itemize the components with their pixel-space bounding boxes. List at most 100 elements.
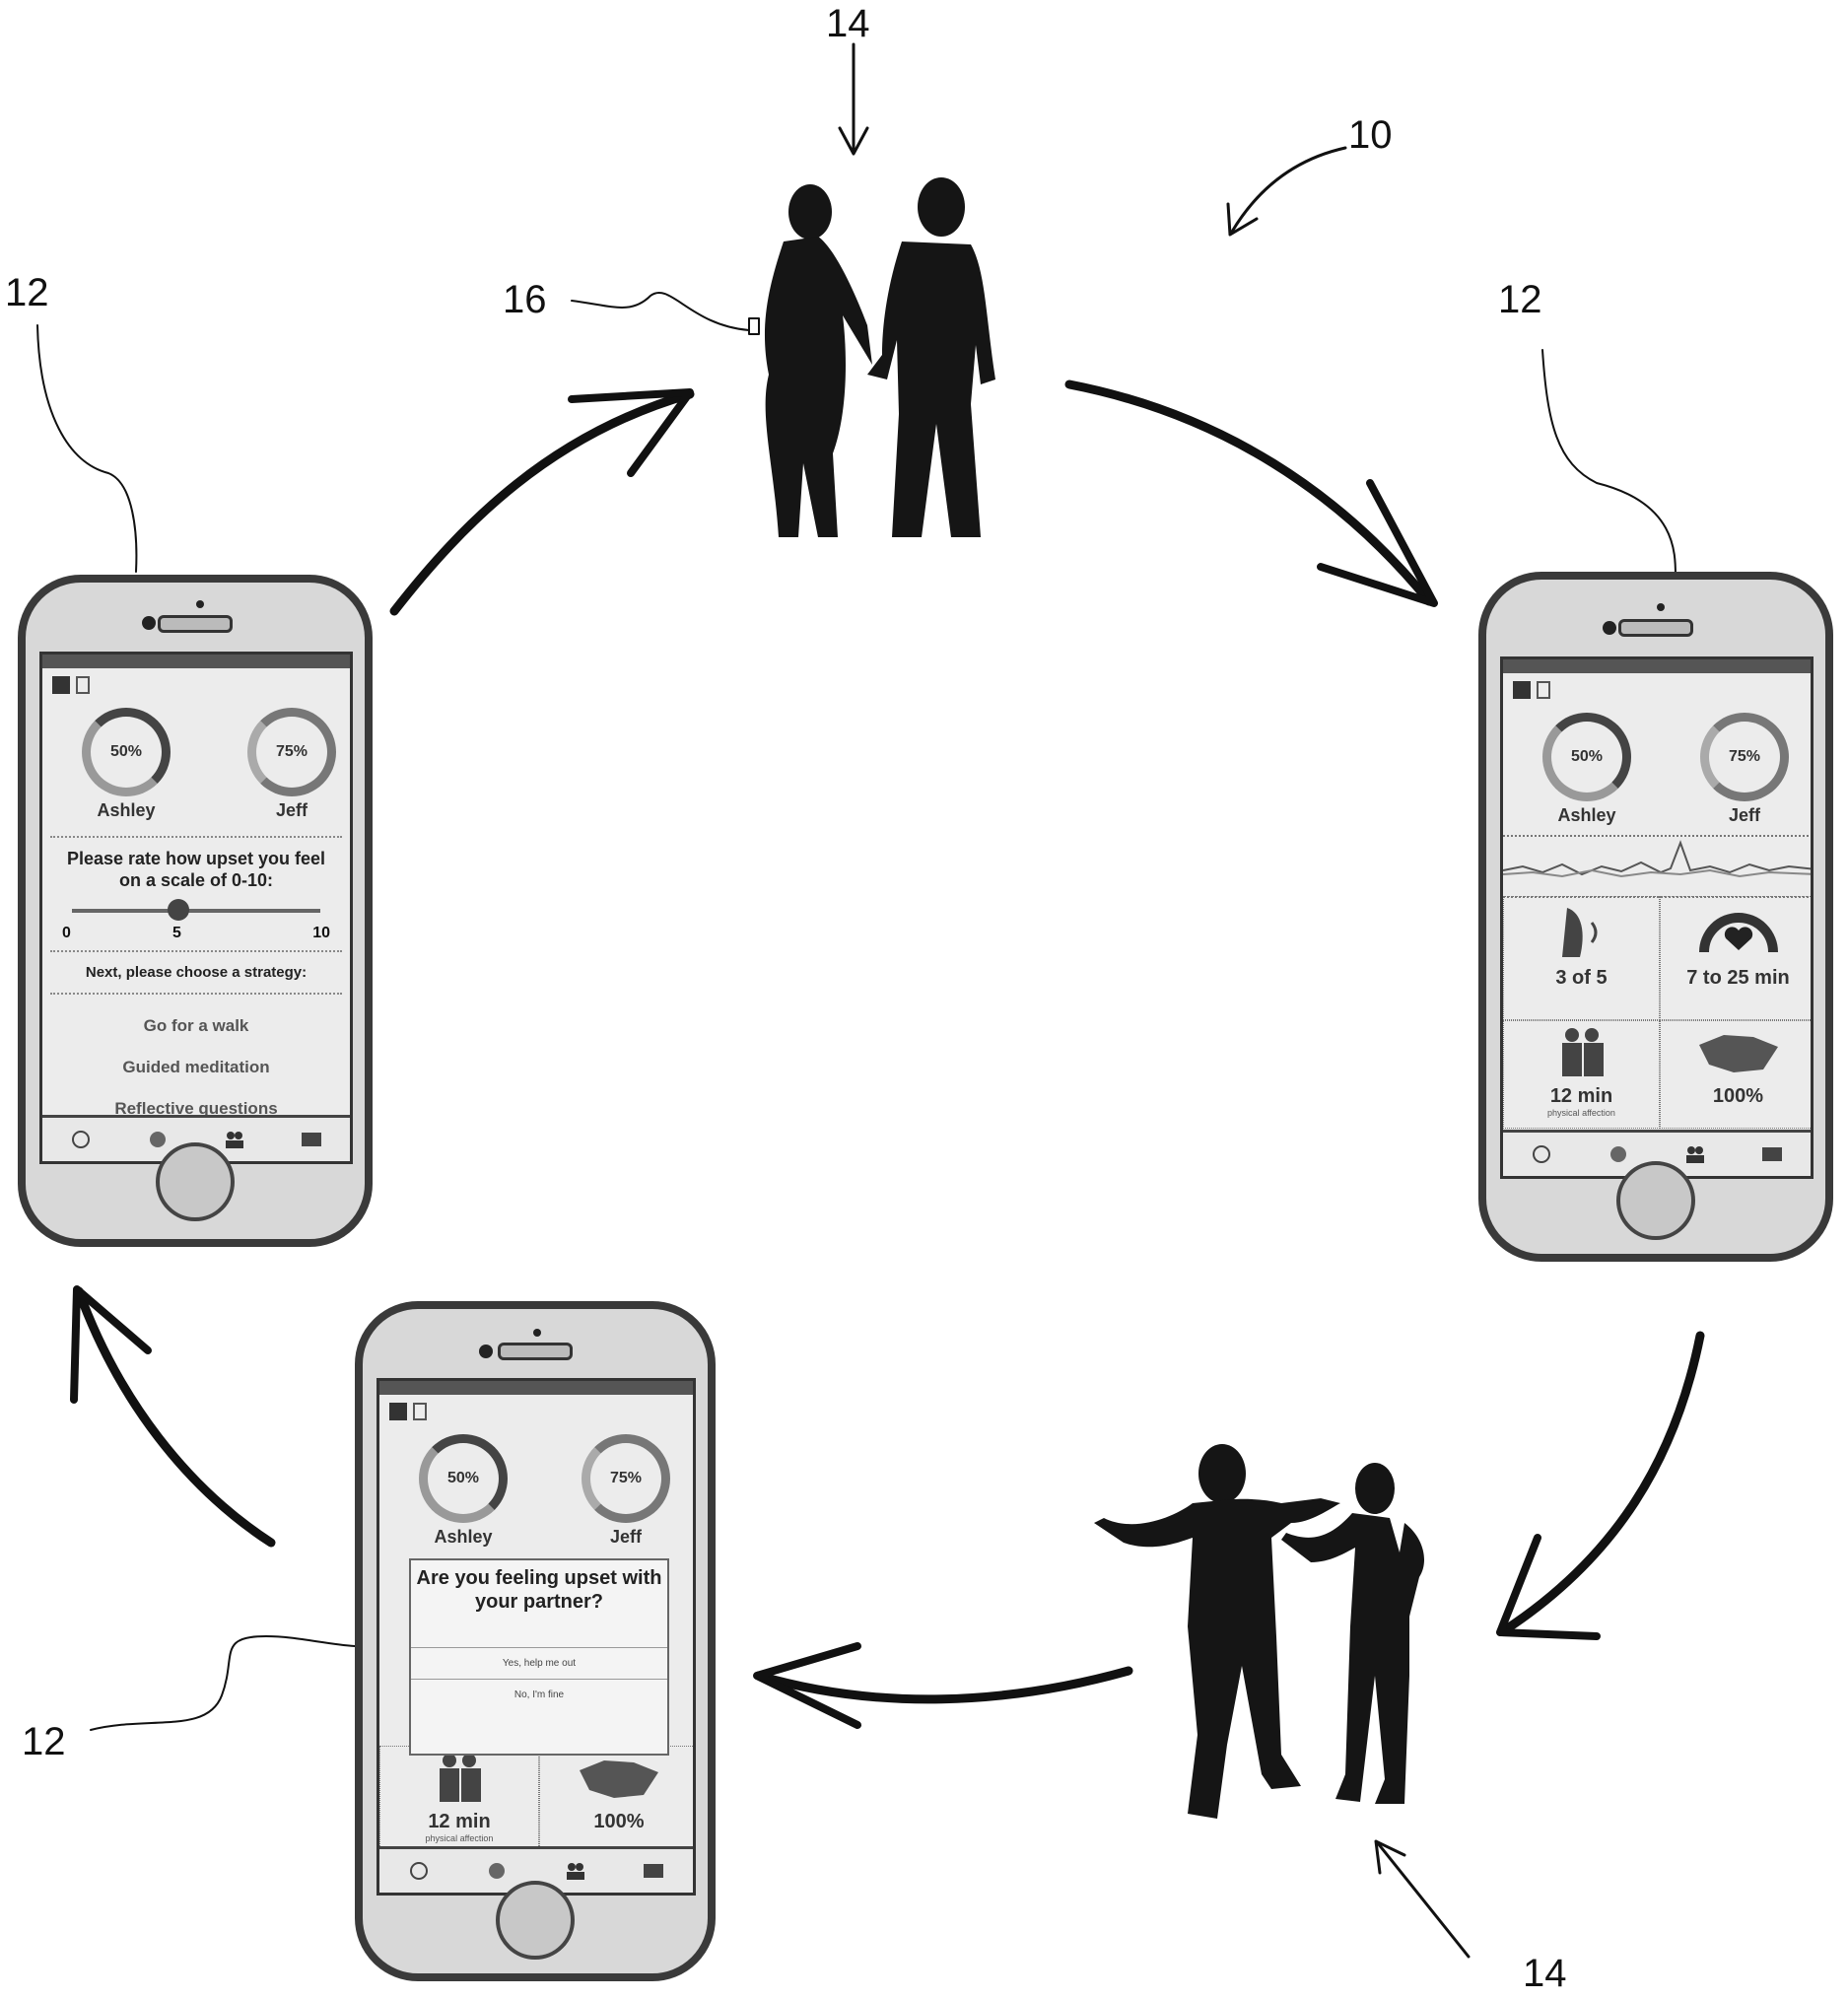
flow-arrow-top-to-right: [1064, 379, 1434, 606]
leader-12-left: [36, 324, 138, 573]
upset-slider[interactable]: 0 5 10: [62, 895, 330, 944]
tab-1[interactable]: [69, 1130, 93, 1149]
top-bar: [1503, 673, 1811, 707]
home-button[interactable]: [156, 1142, 235, 1221]
face-icon: [150, 1132, 166, 1147]
partner-b-name: Jeff: [1728, 805, 1760, 825]
couple-icon: [1561, 1028, 1604, 1076]
menu-icon[interactable]: [1513, 681, 1531, 699]
heart-gauge-icon: [1698, 913, 1778, 953]
tab-3[interactable]: [1683, 1144, 1707, 1164]
leader-16: [571, 292, 750, 331]
metric4-value: 100%: [593, 1811, 645, 1832]
partner-rings: 50% Ashley 75% Jeff: [42, 702, 350, 830]
home-button[interactable]: [1616, 1161, 1695, 1240]
ref-14-top: 14: [826, 2, 870, 45]
tab-4[interactable]: [642, 1861, 665, 1881]
people-icon: [226, 1132, 243, 1148]
screen-right: 50% Ashley 75% Jeff 3 of 5 7 to 25 min: [1500, 656, 1814, 1179]
clock-icon: [409, 1862, 428, 1880]
partner-a-pct: 50%: [109, 743, 143, 760]
tab-4[interactable]: [300, 1130, 323, 1149]
card-icon: [302, 1133, 321, 1146]
calendar-icon[interactable]: [76, 676, 90, 694]
metric-positive-interactions[interactable]: 3 of 5: [1503, 896, 1660, 1020]
slider-mid-label: 5: [172, 925, 181, 941]
tab-4[interactable]: [1760, 1144, 1784, 1164]
flow-arrow-bottomphone-to-left: [74, 1286, 276, 1548]
people-icon: [566, 1863, 584, 1880]
partner-rings: 50% Ashley 75% Jeff: [379, 1428, 693, 1556]
upset-check-modal: Are you feeling upset with your partner?…: [409, 1558, 669, 1756]
tab-2[interactable]: [1607, 1144, 1630, 1164]
tab-1[interactable]: [1530, 1144, 1553, 1164]
phone-bottom: 50% Ashley 75% Jeff 12 min physical affe…: [355, 1301, 716, 1981]
top-bar: [42, 668, 350, 702]
partner-a-ring: 50%: [419, 1434, 508, 1523]
partner-a-ring: 50%: [82, 708, 171, 796]
slider-knob[interactable]: [168, 899, 189, 921]
ref-12-bottom: 12: [22, 1720, 66, 1763]
partner-a-ring: 50%: [1542, 713, 1631, 801]
upset-question: Please rate how upset you feel on a scal…: [66, 849, 326, 890]
partner-b-ring: 75%: [247, 708, 336, 796]
arrow-10: [1230, 146, 1347, 234]
modal-title: Are you feeling upset with your partner?: [416, 1567, 662, 1613]
phone-right: 50% Ashley 75% Jeff 3 of 5 7 to 25 min: [1478, 572, 1833, 1262]
partner-a-name: Ashley: [434, 1527, 493, 1547]
strategy-meditation[interactable]: Guided meditation: [122, 1058, 270, 1076]
home-button[interactable]: [496, 1881, 575, 1960]
metric3-value: 12 min: [1549, 1085, 1613, 1107]
metric3-label: physical affection: [1547, 1108, 1615, 1118]
tab-2[interactable]: [146, 1130, 170, 1149]
partner-a-name: Ashley: [1557, 805, 1616, 825]
calendar-icon[interactable]: [1537, 681, 1550, 699]
slider-max-label: 10: [312, 925, 330, 941]
modal-option-yes[interactable]: Yes, help me out: [411, 1647, 667, 1679]
tab-1[interactable]: [407, 1861, 431, 1881]
couple-bottom-silhouette: [1094, 1444, 1424, 1819]
metric-conflict-resolution[interactable]: 100%: [539, 1746, 693, 1854]
partner-b-pct: 75%: [609, 1470, 643, 1486]
ref-14-bottom: 14: [1523, 1952, 1567, 1995]
calendar-icon[interactable]: [413, 1403, 427, 1420]
metric-physical-affection[interactable]: 12 min physical affection: [1503, 1020, 1660, 1129]
screen-left: 50% Ashley 75% Jeff Please rate how upse…: [39, 652, 353, 1164]
partner-b-ring: 75%: [1700, 713, 1789, 801]
face-icon: [1610, 1146, 1626, 1162]
strategy-walk[interactable]: Go for a walk: [143, 1016, 249, 1035]
flow-arrow-left-to-top: [389, 389, 695, 616]
menu-icon[interactable]: [389, 1403, 407, 1420]
screen-bottom: 50% Ashley 75% Jeff 12 min physical affe…: [376, 1378, 696, 1896]
slider-min-label: 0: [62, 925, 71, 941]
partner-a-name: Ashley: [97, 800, 156, 820]
tab-2[interactable]: [485, 1861, 509, 1881]
metric-physical-affection[interactable]: 12 min physical affection: [379, 1746, 539, 1854]
ref-12-right: 12: [1498, 278, 1542, 321]
modal-option-no[interactable]: No, I'm fine: [411, 1679, 667, 1710]
activity-waveform: [1503, 835, 1811, 898]
metric3-value: 12 min: [428, 1811, 491, 1832]
tab-bar: [42, 1115, 350, 1161]
partner-b-pct: 75%: [275, 743, 308, 760]
tab-3[interactable]: [564, 1861, 587, 1881]
arrow-14-bottom: [1376, 1841, 1471, 1959]
tab-3[interactable]: [223, 1130, 246, 1149]
metric-conflict-resolution[interactable]: 100%: [1660, 1020, 1811, 1129]
menu-icon[interactable]: [52, 676, 70, 694]
leader-12-right: [1541, 349, 1677, 578]
handshake-icon: [1698, 1035, 1778, 1072]
metric3-label: physical affection: [425, 1833, 494, 1843]
status-bar: [1503, 659, 1811, 673]
metric2-value: 7 to 25 min: [1686, 967, 1790, 989]
leader-12-bottom: [90, 1635, 356, 1731]
flow-arrow-right-to-bottom: [1498, 1331, 1705, 1636]
metric-time-together[interactable]: 7 to 25 min: [1660, 896, 1811, 1020]
handshake-icon: [580, 1760, 658, 1798]
couple-top-silhouette: [764, 177, 995, 537]
strategy-questions[interactable]: Reflective questions: [114, 1099, 278, 1118]
ref-12-left: 12: [5, 271, 49, 314]
top-bar: [379, 1395, 693, 1428]
